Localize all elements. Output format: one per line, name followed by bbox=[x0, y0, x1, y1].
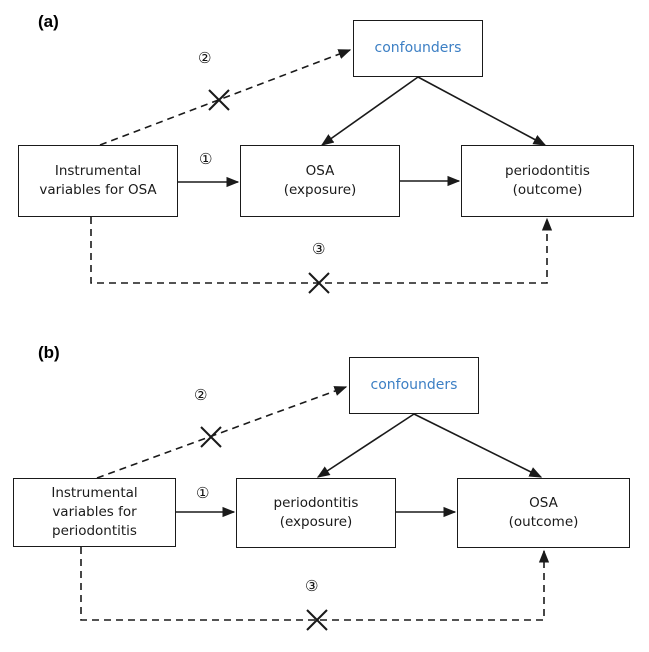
b-exposure-box: periodontitis (exposure) bbox=[236, 478, 396, 548]
panel-b-label: (b) bbox=[38, 343, 60, 362]
a-exposure-line-1: OSA bbox=[305, 163, 335, 179]
a-exposure-box: OSA (exposure) bbox=[240, 145, 400, 217]
a-instrument-box: Instrumental variables for OSA bbox=[18, 145, 178, 217]
a-path-label-3: ③ bbox=[312, 240, 326, 258]
b-confounders-box: confounders bbox=[349, 357, 479, 414]
a-path-label-2: ② bbox=[198, 49, 212, 67]
a-outcome-line-2: (outcome) bbox=[512, 182, 583, 198]
a-dashed-path-2 bbox=[99, 49, 352, 146]
b-exposure-line-2: (exposure) bbox=[279, 514, 353, 530]
b-dashed-path-3 bbox=[80, 547, 550, 621]
a-arrow-confounders-to-exposure bbox=[320, 76, 419, 146]
a-confounders-box: confounders bbox=[353, 20, 483, 77]
b-cross-mark-3 bbox=[306, 609, 328, 631]
b-path-label-1: ① bbox=[196, 484, 210, 502]
b-dashed-path-2 bbox=[96, 386, 348, 479]
a-instrument-line-2: variables for OSA bbox=[39, 182, 157, 198]
b-instrument-line-2: variables for bbox=[52, 504, 137, 520]
b-cross-mark-2 bbox=[200, 426, 222, 448]
b-outcome-line-1: OSA bbox=[529, 495, 558, 511]
b-path-label-3: ③ bbox=[305, 577, 319, 595]
a-outcome-box: periodontitis (outcome) bbox=[461, 145, 634, 217]
b-outcome-box: OSA (outcome) bbox=[457, 478, 630, 548]
b-instrument-line-3: periodontitis bbox=[52, 523, 137, 539]
b-path-label-2: ② bbox=[194, 386, 208, 404]
b-arrow-confounders-to-exposure bbox=[316, 413, 415, 478]
b-arrow-confounders-to-outcome bbox=[413, 413, 543, 478]
a-instrument-line-1: Instrumental bbox=[54, 163, 142, 179]
a-path-label-1: ① bbox=[199, 150, 213, 168]
a-outcome-line-1: periodontitis bbox=[505, 163, 590, 179]
a-exposure-line-2: (exposure) bbox=[283, 182, 357, 198]
b-instrument-line-1: Instrumental bbox=[51, 485, 138, 501]
a-cross-mark-2 bbox=[208, 89, 230, 111]
b-outcome-line-2: (outcome) bbox=[508, 514, 579, 530]
b-instrument-box: Instrumental variables for periodontitis bbox=[13, 478, 176, 547]
b-confounders-text: confounders bbox=[370, 377, 458, 393]
a-cross-mark-3 bbox=[308, 272, 330, 294]
a-arrow-confounders-to-outcome bbox=[417, 76, 547, 146]
a-confounders-text: confounders bbox=[374, 40, 462, 56]
b-exposure-line-1: periodontitis bbox=[273, 495, 359, 511]
panel-a-label: (a) bbox=[38, 12, 59, 31]
